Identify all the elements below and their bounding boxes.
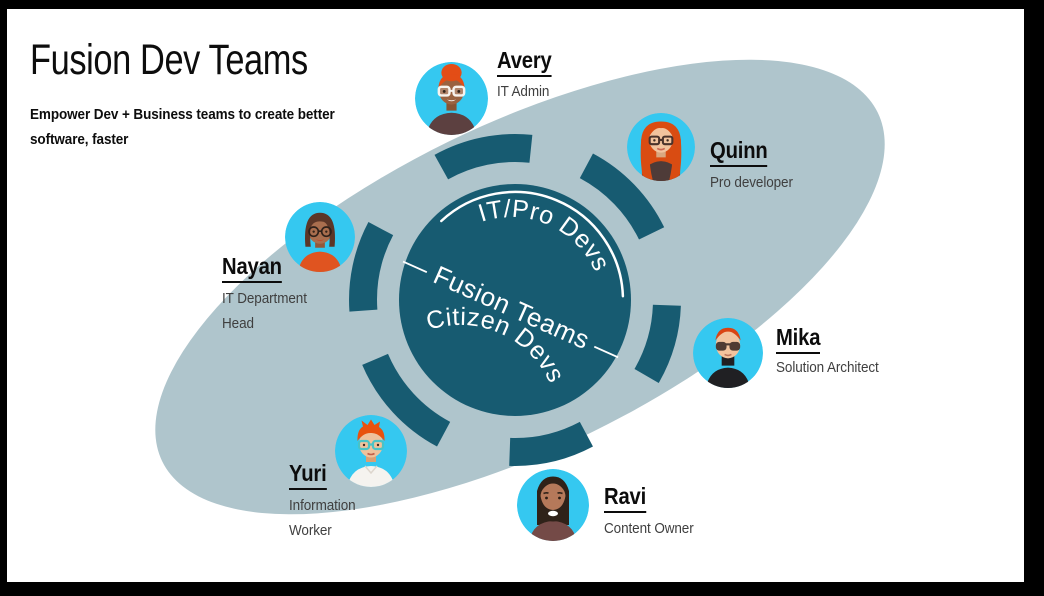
ring-segment-left: [349, 222, 394, 312]
avatar-yuri-icon: [335, 415, 407, 487]
persona-role: IT Admin: [497, 83, 550, 100]
persona-role: Information Worker: [289, 497, 356, 539]
persona-name: Avery: [497, 49, 552, 77]
page-title: Fusion Dev Teams: [30, 36, 308, 84]
inner-white-arc: [440, 190, 625, 298]
persona-role: Content Owner: [604, 520, 694, 537]
avatar-nayan-icon: [285, 202, 355, 272]
ring-segment-bottom: [509, 421, 593, 466]
persona-name: Yuri: [289, 462, 327, 490]
ring-segment-right: [634, 304, 681, 384]
persona-name: Quinn: [710, 139, 768, 167]
ring-segment-top: [434, 134, 533, 180]
segmented-ring: [349, 134, 681, 466]
slide-canvas: IT/Pro Devs — Fusion Teams — Citizen Dev…: [7, 9, 1024, 582]
persona-name: Mika: [776, 326, 820, 354]
ring-segment-top-right: [579, 153, 665, 240]
persona-role: Solution Architect: [776, 359, 879, 376]
avatar-mika-icon: [693, 318, 763, 388]
ring-segment-bottom-left: [362, 353, 451, 447]
persona-name: Nayan: [222, 255, 282, 283]
fusion-teams-diagram: IT/Pro Devs — Fusion Teams — Citizen Dev…: [155, 59, 885, 515]
avatar-quinn-icon: [627, 113, 695, 181]
avatar-ravi-icon: [517, 469, 589, 541]
page-subtitle: Empower Dev + Business teams to create b…: [30, 106, 335, 148]
persona-name: Ravi: [604, 485, 646, 513]
persona-role: Pro developer: [710, 174, 793, 191]
avatar-avery-icon: [415, 62, 488, 135]
core-circle: [399, 184, 631, 416]
persona-role: IT Department Head: [222, 290, 307, 332]
